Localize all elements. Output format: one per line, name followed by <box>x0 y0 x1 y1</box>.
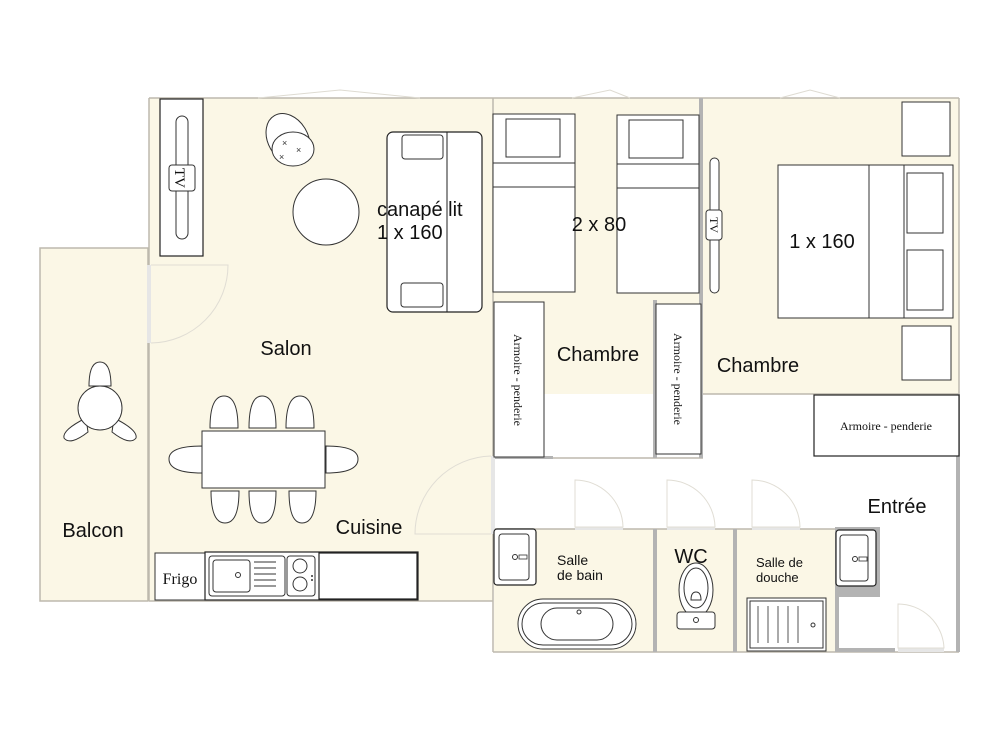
toilet <box>676 562 716 630</box>
svg-text:×: × <box>296 145 301 155</box>
salon-label: Salon <box>260 338 311 360</box>
armchair: × × × <box>265 113 315 167</box>
sofa-bed: canapé lit 1 x 160 <box>377 131 483 313</box>
twin-beds-label: 2 x 80 <box>572 214 626 236</box>
entrance-door[interactable] <box>898 648 944 652</box>
nightstand-top <box>901 101 951 157</box>
wardrobe-entree-label: Armoire - penderie <box>840 419 932 433</box>
fridge-label: Frigo <box>163 571 198 588</box>
coffee-table <box>292 178 360 246</box>
wardrobe-master: Armoire - penderie <box>655 303 702 455</box>
shower-room-door[interactable] <box>752 527 800 530</box>
twin-beds: 2 x 80 <box>492 113 700 294</box>
salle-de-douche-label-line1: Salle de <box>756 555 803 570</box>
wardrobe-twin-label: Armoire - penderie <box>511 334 525 426</box>
entree-sink <box>835 529 877 587</box>
bedroom-tv: TV <box>705 157 723 294</box>
balcony-table <box>63 361 137 442</box>
svg-text:×: × <box>279 152 284 162</box>
tv-label: TV <box>171 168 187 188</box>
salle-de-bain-label-line2: de bain <box>557 567 603 583</box>
chambre-master-label: Chambre <box>717 355 799 377</box>
entree-label: Entrée <box>868 496 927 518</box>
wc-label: WC <box>674 546 707 568</box>
shower-tray <box>746 597 827 652</box>
wardrobe-twin: Armoire - penderie <box>493 301 545 458</box>
sofa-bed-size: 1 x 160 <box>377 222 443 244</box>
salle-de-douche-label-line2: douche <box>756 570 799 585</box>
bathroom-sink <box>493 528 537 586</box>
balcony-door[interactable] <box>147 265 151 343</box>
bathroom-door[interactable] <box>575 527 623 530</box>
bedroom-tv-label: TV <box>707 217 721 233</box>
bathtub <box>517 598 637 650</box>
double-bed: 1 x 160 <box>777 164 954 319</box>
balcon-label: Balcon <box>62 520 123 542</box>
wardrobe-master-label: Armoire - penderie <box>671 333 685 425</box>
chambre-twin-label: Chambre <box>557 344 639 366</box>
cuisine-label: Cuisine <box>336 517 403 539</box>
kitchen-counter: Frigo <box>154 551 419 601</box>
dining-set <box>168 395 359 524</box>
wardrobe-entree: Armoire - penderie <box>813 394 960 457</box>
sofa-bed-label: canapé lit <box>377 199 463 221</box>
double-bed-label: 1 x 160 <box>789 231 855 253</box>
svg-text:×: × <box>282 138 287 148</box>
wc-door[interactable] <box>667 527 715 530</box>
nightstand-bottom <box>901 325 952 381</box>
salon-entree-door[interactable] <box>491 456 495 534</box>
salle-de-bain-label-line1: Salle <box>557 552 588 568</box>
doors <box>147 264 945 652</box>
salon-tv-unit: TV <box>159 98 204 257</box>
